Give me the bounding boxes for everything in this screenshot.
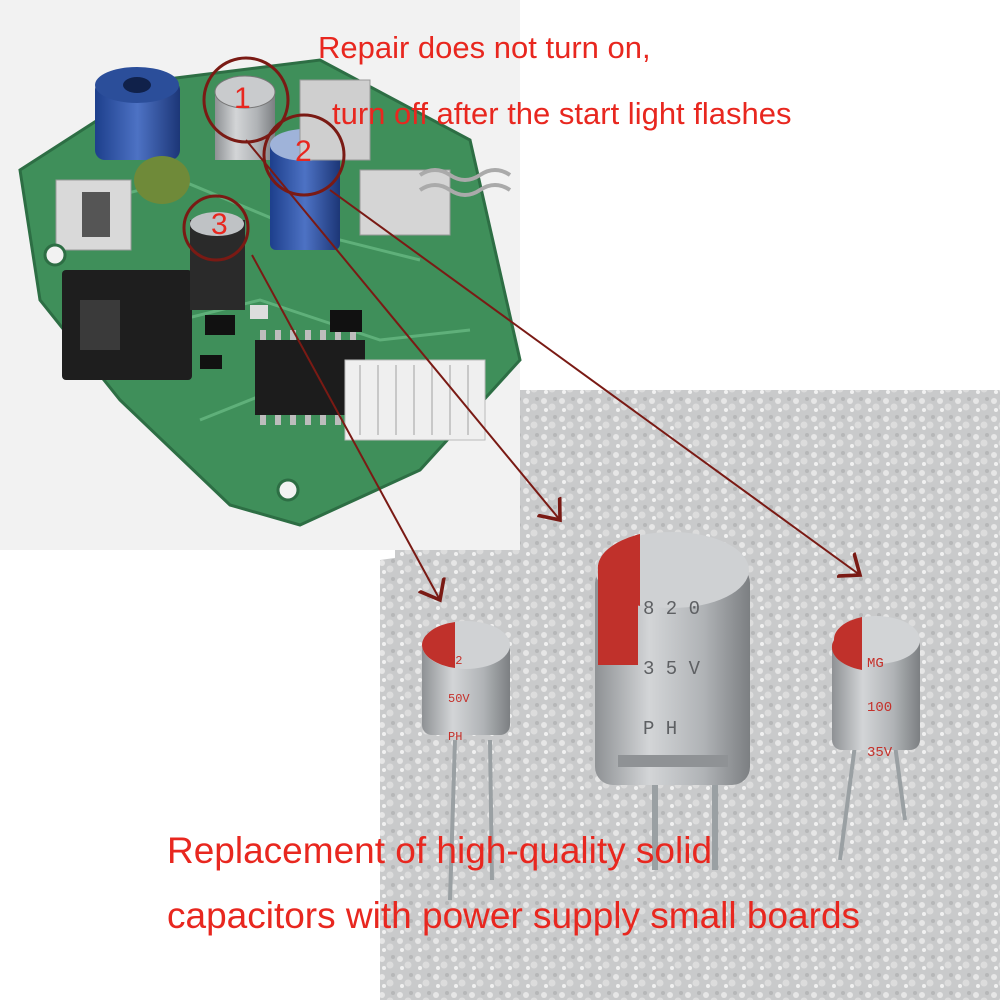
- capacitor-label-large-center: 8 2 0 3 5 V P H: [643, 560, 700, 779]
- label-line: 35V: [867, 744, 893, 761]
- marker-1: 1: [234, 82, 251, 115]
- caption-bottom-line-1: Replacement of high-quality solid: [167, 830, 713, 871]
- label-line: MG: [867, 656, 884, 673]
- label-line: 3 5 V: [643, 657, 701, 680]
- label-line: 22: [448, 654, 463, 669]
- arrow-3: [251, 254, 440, 600]
- highlight-circles: [182, 56, 346, 262]
- label-line: 100: [867, 700, 893, 717]
- capacitor-small-left: [422, 621, 510, 901]
- marker-3: 3: [211, 208, 228, 241]
- arrow-1: [245, 139, 560, 520]
- label-line: 8 2 0: [643, 597, 701, 620]
- capacitor-label-small-right: MG 100 35V: [867, 628, 901, 790]
- label-line: 50V: [448, 691, 470, 706]
- solid-capacitors: [422, 532, 920, 901]
- label-line: P H: [643, 717, 678, 740]
- arrows: [245, 139, 860, 600]
- label-line: PH: [448, 729, 463, 744]
- capacitor-small-right: [831, 616, 920, 861]
- marker-2: 2: [295, 135, 312, 168]
- arrow-2: [329, 189, 860, 575]
- highlight-circle-3: [182, 194, 250, 262]
- capacitor-large-center: [595, 532, 750, 870]
- highlight-circle-2: [262, 113, 346, 197]
- highlight-circle-1: [202, 56, 290, 144]
- pcb-board: [0, 0, 522, 550]
- caption-top-line-1: Repair does not turn on,: [318, 30, 651, 65]
- caption-bottom-line-2: capacitors with power supply small board…: [167, 895, 861, 936]
- capacitor-label-small-left: 22 50V PH: [448, 630, 477, 769]
- caption-top-line-2: turn off after the start light flashes: [332, 96, 792, 131]
